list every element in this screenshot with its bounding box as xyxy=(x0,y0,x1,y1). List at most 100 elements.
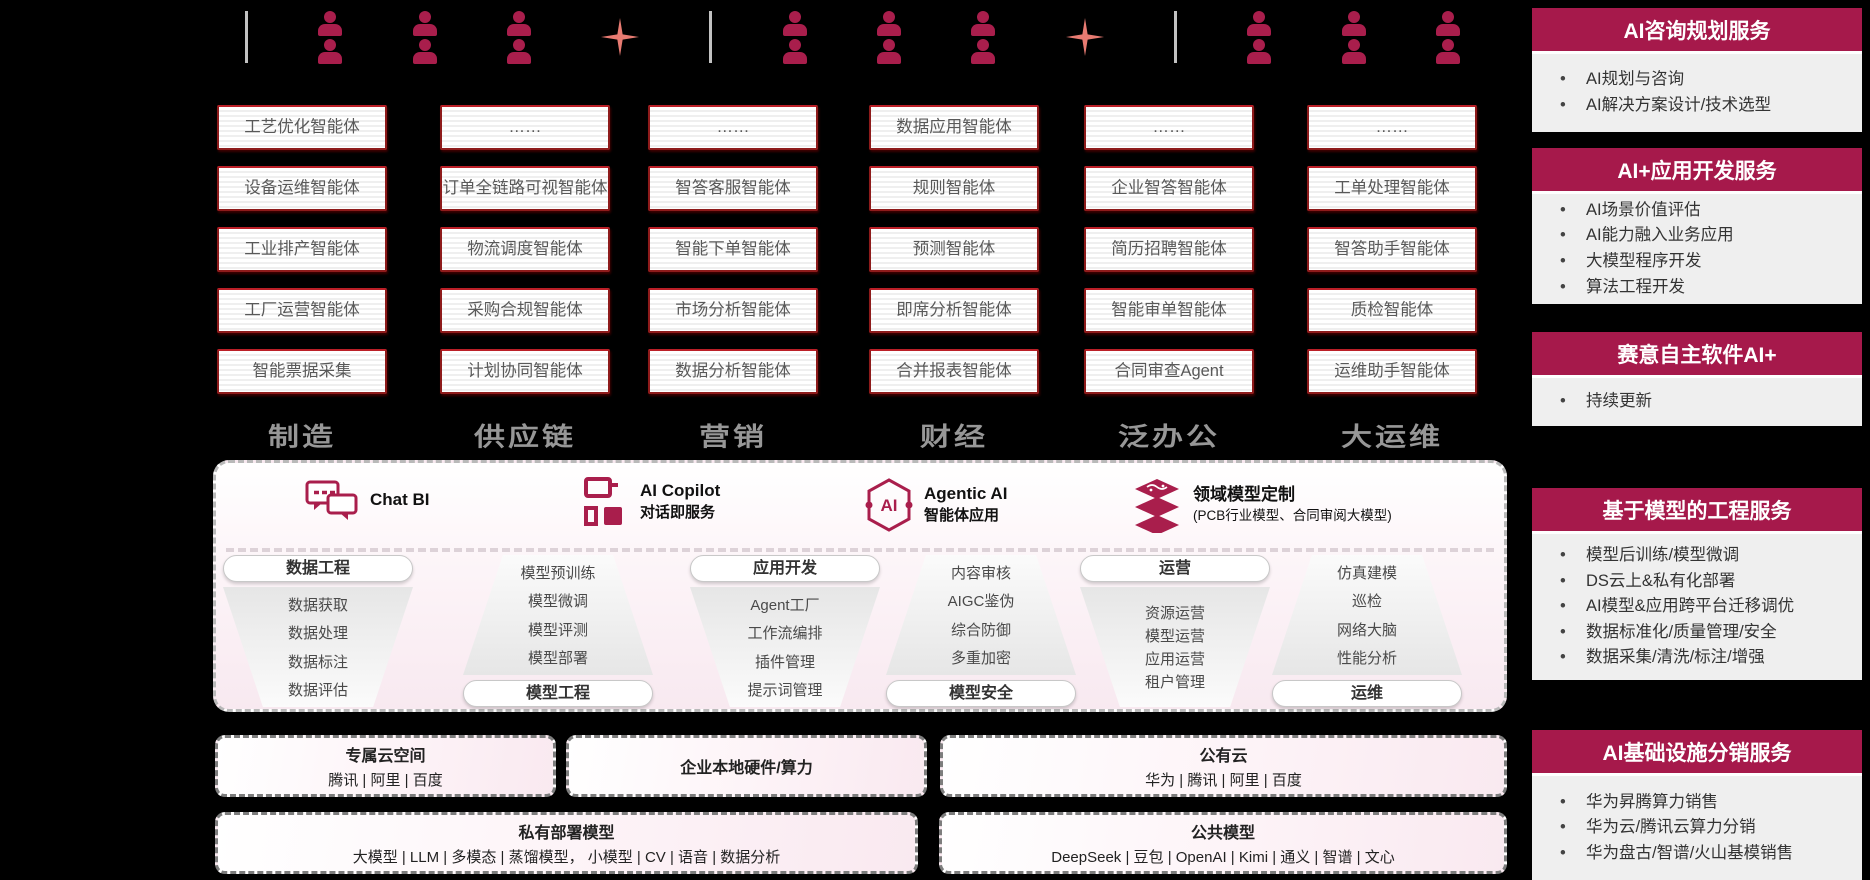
platform-title: AI Copilot xyxy=(640,481,721,501)
agent-box: 市场分析智能体 xyxy=(648,288,818,333)
agent-box: …… xyxy=(440,105,610,150)
panel-bullet: 华为盘古/智谱/火山基模销售 xyxy=(1546,841,1852,867)
group-pill: 数据工程 xyxy=(223,555,413,582)
infra-models: 大模型 | LLM | 多模态 | 蒸馏模型， 小模型 | CV | 语音 | … xyxy=(352,849,781,866)
user-icon xyxy=(782,10,807,36)
panel-bullet: 数据采集/清洗/标注/增强 xyxy=(1546,645,1852,671)
agent-box: 企业智答智能体 xyxy=(1084,166,1254,211)
funnel-item: AIGC鉴伪 xyxy=(947,593,1015,611)
column-label: 供应链 xyxy=(474,422,576,452)
funnel-item: 模型微调 xyxy=(527,593,588,611)
divider-line xyxy=(1173,11,1177,63)
agent-box: 设备运维智能体 xyxy=(217,166,387,211)
agent-box: 计划协同智能体 xyxy=(440,349,610,394)
funnel: 内容审核 AIGC鉴伪 综合防御 多重加密 xyxy=(886,555,1076,675)
panel-ai-consulting: AI咨询规划服务 AI规划与咨询 AI解决方案设计/技术选型 xyxy=(1532,8,1862,132)
infra-dedicated-cloud: 专属云空间 腾讯 | 阿里 | 百度 xyxy=(215,735,556,797)
platform-domain-model: 领域模型定制 (PCB行业模型、合同审阅大模型) xyxy=(1131,477,1392,533)
column-label: 制造 xyxy=(268,422,336,452)
infra-vendors: 华为 | 腾讯 | 阿里 | 百度 xyxy=(1145,772,1302,789)
platform-title: Chat BI xyxy=(370,489,430,509)
panel-bullet: AI模型&应用跨平台迁移调优 xyxy=(1546,594,1852,620)
agent-box: 数据分析智能体 xyxy=(648,349,818,394)
column-label: 大运维 xyxy=(1341,422,1443,452)
funnel-item: 应用运营 xyxy=(1144,651,1205,668)
panel-bullet: 华为昇腾算力销售 xyxy=(1546,790,1852,816)
funnel-item: 性能分析 xyxy=(1336,649,1397,667)
user-icon xyxy=(971,38,996,64)
funnel-item: 模型运营 xyxy=(1144,628,1205,645)
funnel: 数据获取 数据处理 数据标注 数据评估 xyxy=(223,587,413,707)
agent-box: 工业排产智能体 xyxy=(217,227,387,272)
group-pill: 应用开发 xyxy=(690,555,880,582)
user-icon xyxy=(971,10,996,36)
panel-bullet: 算法工程开发 xyxy=(1546,275,1852,301)
agent-column-office: …… 企业智答智能体 简历招聘智能体 智能审单智能体 合同审查Agent 泛办公 xyxy=(1084,105,1254,457)
agent-column-finance: 数据应用智能体 规则智能体 预测智能体 即席分析智能体 合并报表智能体 财经 xyxy=(869,105,1039,457)
column-label: 泛办公 xyxy=(1118,422,1220,452)
agent-box: 智答客服智能体 xyxy=(648,166,818,211)
user-pair xyxy=(318,10,343,64)
group-maintenance: 仿真建模 巡检 网络大脑 性能分析 运维 xyxy=(1272,555,1462,707)
platform-title: Agentic AI xyxy=(924,484,1008,504)
panel-bullet: 数据标准化/质量管理/安全 xyxy=(1546,620,1852,646)
sparkle-icon xyxy=(1065,18,1104,56)
agent-box: 智答助手智能体 xyxy=(1307,227,1477,272)
agent-box: 物流调度智能体 xyxy=(440,227,610,272)
funnel-item: 仿真建模 xyxy=(1336,565,1397,583)
user-icon xyxy=(506,10,531,36)
panel-bullet: AI能力融入业务应用 xyxy=(1546,223,1852,249)
user-pair xyxy=(1247,10,1272,64)
agent-box: 质检智能体 xyxy=(1307,288,1477,333)
agent-box: …… xyxy=(648,105,818,150)
group-data-engineering: 数据工程 数据获取 数据处理 数据标注 数据评估 xyxy=(223,555,413,707)
ai-hexagon-icon: AI xyxy=(864,477,914,533)
dashed-separator xyxy=(226,548,1494,552)
user-pair xyxy=(782,10,807,64)
column-label: 财经 xyxy=(920,422,988,452)
infra-vendors: 腾讯 | 阿里 | 百度 xyxy=(328,772,443,789)
infra-public-models: 公共模型 DeepSeek | 豆包 | OpenAI | Kimi | 通义 … xyxy=(939,812,1507,874)
user-pair xyxy=(1341,10,1366,64)
funnel: 模型预训练 模型微调 模型评测 模型部署 xyxy=(463,555,653,675)
panel-saiyi-software: 赛意自主软件AI+ 持续更新 xyxy=(1532,332,1862,426)
funnel-item: 模型预训练 xyxy=(520,565,596,583)
user-icon xyxy=(1247,38,1272,64)
infra-title: 公共模型 xyxy=(1190,825,1255,842)
panel-bullet: 持续更新 xyxy=(1546,389,1852,415)
user-icon xyxy=(412,38,437,64)
user-icon xyxy=(877,38,902,64)
agent-box: 智能审单智能体 xyxy=(1084,288,1254,333)
group-app-development: 应用开发 Agent工厂 工作流编排 插件管理 提示词管理 xyxy=(690,555,880,707)
panel-title: 赛意自主软件AI+ xyxy=(1532,332,1862,378)
agent-box: 工单处理智能体 xyxy=(1307,166,1477,211)
panel-title: 基于模型的工程服务 xyxy=(1532,488,1862,534)
funnel-item: 网络大脑 xyxy=(1336,621,1397,639)
agent-box: 工艺优化智能体 xyxy=(217,105,387,150)
agent-box: 即席分析智能体 xyxy=(869,288,1039,333)
agent-box: 工厂运营智能体 xyxy=(217,288,387,333)
agent-box: 智能下单智能体 xyxy=(648,227,818,272)
funnel-item: 数据标注 xyxy=(287,653,348,671)
funnel-item: 综合防御 xyxy=(950,621,1011,639)
agent-column-supply-chain: …… 订单全链路可视智能体 物流调度智能体 采购合规智能体 计划协同智能体 供应… xyxy=(440,105,610,457)
agent-box: 合同审查Agent xyxy=(1084,349,1254,394)
user-pair xyxy=(877,10,902,64)
funnel: Agent工厂 工作流编排 插件管理 提示词管理 xyxy=(690,587,880,707)
platform-subtitle: 智能体应用 xyxy=(924,507,1000,525)
funnel-item: 巡检 xyxy=(1351,593,1382,611)
panel-ai-app-dev: AI+应用开发服务 AI场景价值评估 AI能力融入业务应用 大模型程序开发 算法… xyxy=(1532,148,1862,304)
panel-bullet: AI规划与咨询 xyxy=(1546,67,1852,93)
platform-subtitle: 对话即服务 xyxy=(640,504,716,522)
agent-box: 数据应用智能体 xyxy=(869,105,1039,150)
user-pair xyxy=(1435,10,1460,64)
panel-bullet: AI场景价值评估 xyxy=(1546,198,1852,224)
agent-box: 采购合规智能体 xyxy=(440,288,610,333)
funnel-item: 租户管理 xyxy=(1144,674,1205,691)
user-icon xyxy=(1341,38,1366,64)
funnel-item: 工作流编排 xyxy=(747,625,823,643)
infra-models: DeepSeek | 豆包 | OpenAI | Kimi | 通义 | 智谱 … xyxy=(1051,849,1395,866)
agent-box: 运维助手智能体 xyxy=(1307,349,1477,394)
funnel-item: 多重加密 xyxy=(950,649,1011,667)
